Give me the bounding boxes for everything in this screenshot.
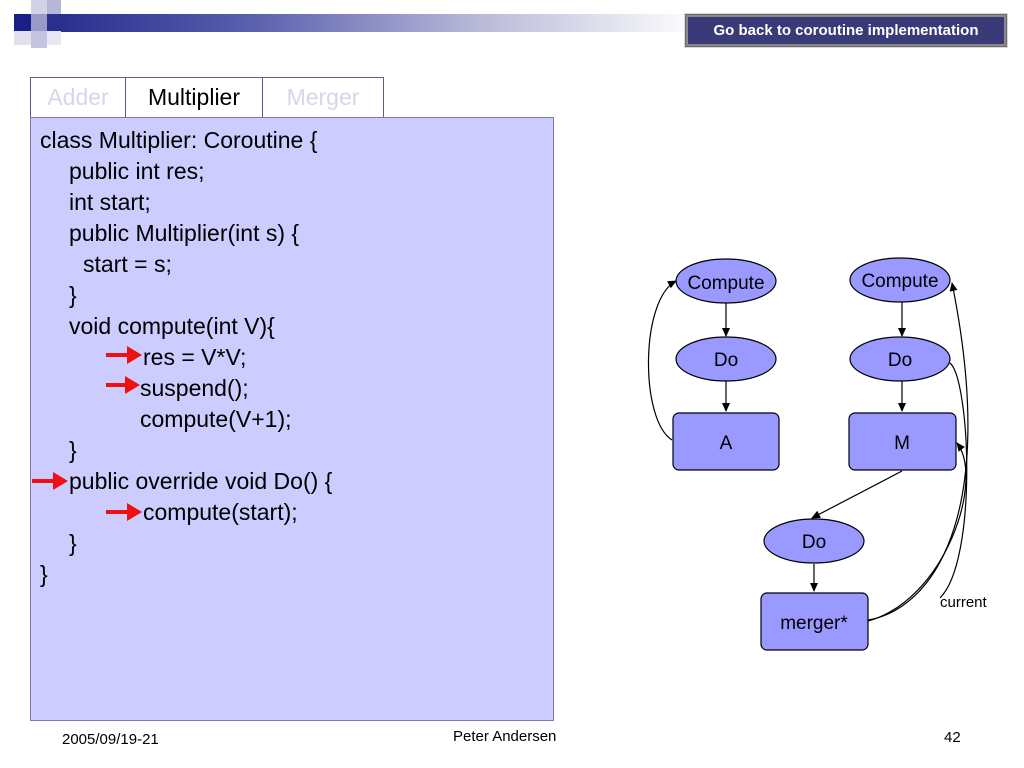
do-node-label: Do bbox=[802, 532, 826, 553]
adder-object-label: A bbox=[720, 433, 733, 454]
code-line: int start; bbox=[69, 189, 151, 215]
code-line: start = s; bbox=[83, 251, 172, 277]
tab-adder[interactable]: Adder bbox=[30, 77, 126, 117]
adder-object-node bbox=[672, 412, 780, 471]
logo-square bbox=[31, 31, 47, 48]
header-gradient-band bbox=[60, 14, 700, 32]
class-tabs: Adder Multiplier Merger bbox=[30, 77, 384, 118]
current-label: current bbox=[940, 594, 988, 611]
page-number: 42 bbox=[944, 729, 961, 746]
do-node-label: Do bbox=[888, 350, 912, 371]
footer-author: Peter Andersen bbox=[453, 728, 557, 745]
header-bar: Go back to coroutine implementation bbox=[0, 0, 1024, 50]
execution-arrow-icon bbox=[106, 503, 142, 521]
multiplier-object-label: M bbox=[894, 433, 910, 454]
compute-node-label: Compute bbox=[861, 271, 938, 292]
logo-square bbox=[14, 14, 31, 31]
multiplier-object-node bbox=[848, 412, 957, 471]
logo-square bbox=[47, 0, 61, 14]
code-line: } bbox=[69, 437, 77, 463]
execution-arrow-icon bbox=[106, 346, 142, 364]
tab-multiplier[interactable]: Multiplier bbox=[125, 77, 263, 117]
merger-object-node bbox=[760, 592, 869, 651]
code-line: public Multiplier(int s) { bbox=[69, 220, 300, 246]
tab-label: Multiplier bbox=[147, 84, 241, 110]
code-line: compute(V+1); bbox=[140, 406, 292, 432]
compute-node bbox=[675, 258, 777, 304]
merger-object-label: merger* bbox=[780, 613, 848, 634]
code-line: } bbox=[69, 282, 77, 308]
code-line: } bbox=[69, 530, 77, 556]
code-line: class Multiplier: Coroutine { bbox=[40, 127, 318, 153]
execution-arrow-icon bbox=[32, 472, 68, 490]
do-node bbox=[675, 336, 777, 382]
logo-square bbox=[31, 0, 47, 14]
tab-label: Merger bbox=[286, 84, 360, 110]
compute-node-label: Compute bbox=[687, 273, 764, 294]
diagram-connectors bbox=[647, 280, 969, 622]
code-line: public override void Do() { bbox=[69, 468, 333, 494]
compute-node bbox=[849, 257, 951, 303]
footer-date: 2005/09/19-21 bbox=[62, 731, 159, 748]
code-panel bbox=[30, 117, 554, 721]
execution-arrow-icon bbox=[106, 376, 140, 394]
tab-label: Adder bbox=[47, 84, 109, 110]
logo-square bbox=[47, 14, 61, 31]
logo-square bbox=[31, 14, 47, 31]
tab-merger[interactable]: Merger bbox=[262, 77, 384, 117]
code-line: void compute(int V){ bbox=[69, 313, 275, 339]
code-line: compute(start); bbox=[143, 499, 298, 525]
do-node bbox=[849, 336, 951, 382]
logo-square bbox=[14, 31, 31, 45]
logo-square bbox=[47, 31, 61, 45]
code-line: } bbox=[40, 561, 48, 587]
code-line: public int res; bbox=[69, 158, 205, 184]
do-node bbox=[763, 518, 865, 564]
code-line: suspend(); bbox=[140, 375, 249, 401]
go-back-button-label: Go back to coroutine implementation bbox=[688, 17, 1004, 44]
go-back-button[interactable]: Go back to coroutine implementation bbox=[684, 13, 1008, 48]
do-node-label: Do bbox=[714, 350, 738, 371]
code-line: res = V*V; bbox=[143, 344, 247, 370]
